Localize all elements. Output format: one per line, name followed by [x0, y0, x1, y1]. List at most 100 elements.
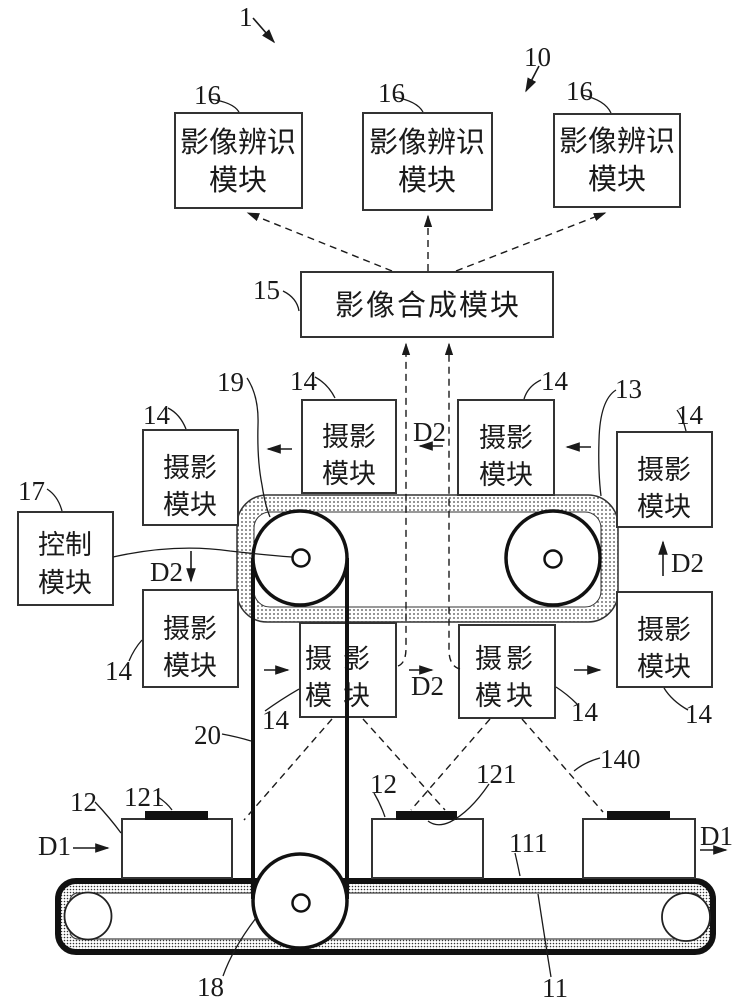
leader-14-lower-far-left	[128, 639, 143, 662]
ref-label-17: 17	[18, 476, 45, 506]
ref-1-arrow	[252, 17, 276, 44]
leader-14-lower-far-right	[663, 687, 689, 711]
ref-label-121-left: 121	[124, 782, 165, 812]
recognition-module-1-line2: 模块	[209, 164, 267, 197]
leader-14-upper-far-left	[167, 407, 187, 430]
camera-label: 模块	[322, 459, 376, 489]
camera-label: 模块	[163, 490, 217, 520]
signal-line-to-recognition-3	[455, 212, 607, 272]
camera-label: 摄影	[305, 644, 381, 674]
control-link-to-pulley	[112, 547, 293, 558]
leader-14-lower-right	[555, 686, 578, 705]
camera-module-box-upper-left	[301, 399, 397, 494]
leader-16-1	[208, 98, 240, 113]
direction-label-d1-right: D1	[700, 821, 733, 851]
ref-label-15: 15	[253, 275, 280, 305]
ref-label-111: 111	[509, 828, 548, 858]
direction-label-d2-upper: D2	[413, 417, 446, 447]
ref-label-14-upper-left: 14	[290, 366, 318, 396]
camera-sight-line-4	[521, 718, 604, 813]
leader-140	[573, 757, 601, 772]
leader-15	[282, 290, 300, 312]
recognition-module-2-line1: 影像辨识	[369, 126, 485, 159]
camera-module-box-upper-far-right	[616, 431, 713, 528]
leader-14-lower-left	[264, 688, 300, 712]
leader-111	[514, 852, 521, 877]
ref-label-14-lower-far-right: 14	[685, 699, 713, 729]
ref-label-20: 20	[194, 720, 221, 750]
ref-label-16-2: 16	[378, 78, 405, 108]
ref-label-10: 10	[524, 42, 551, 72]
camera-label: 模块	[637, 652, 691, 682]
leader-11	[537, 893, 552, 978]
leader-16-2	[393, 96, 424, 113]
camera-module-box-upper-far-left	[142, 429, 239, 526]
recognition-module-box-3	[553, 113, 681, 208]
leader-13	[598, 389, 617, 497]
camera-label: 摄影	[475, 644, 537, 674]
ref-label-12-left: 12	[70, 787, 97, 817]
signal-line-camera-left-to-synthesis	[397, 342, 411, 667]
direction-label-d2-right: D2	[671, 548, 704, 578]
camera-sight-line-2	[362, 718, 446, 811]
direction-label-d2-lower: D2	[411, 671, 444, 701]
ref-label-14-lower-right: 14	[571, 697, 599, 727]
signal-line-to-recognition-1	[246, 212, 393, 272]
recognition-module-box-2	[362, 112, 493, 211]
synthesis-module-box	[300, 271, 554, 338]
camera-module-box-lower-far-left	[142, 589, 239, 688]
ref-label-14-lower-far-left: 14	[105, 656, 133, 686]
camera-label: 摄影	[637, 615, 691, 645]
bottom-pulley-axle	[291, 893, 311, 913]
upper-right-pulley-axle	[543, 549, 563, 569]
ref-label-19: 19	[217, 367, 244, 397]
camera-label: 模块	[479, 460, 533, 490]
direction-label-d2-left: D2	[150, 557, 183, 587]
object-item-left	[145, 811, 208, 820]
ref-10-arrow	[525, 65, 540, 93]
camera-label: 摄影	[322, 422, 376, 452]
ref-label-1: 1	[239, 2, 253, 32]
recognition-module-3-line2: 模块	[588, 163, 646, 196]
leader-12-middle	[373, 792, 386, 818]
conveyor-left-roller	[63, 891, 113, 941]
camera-label: 模块	[163, 651, 217, 681]
leader-20	[221, 733, 252, 742]
ref-label-14-upper-far-left: 14	[143, 400, 171, 430]
leader-12-left	[94, 801, 122, 834]
recognition-module-2-line2: 模块	[398, 164, 456, 197]
upper-left-pulley-axle	[291, 548, 311, 568]
camera-label: 模块	[637, 492, 691, 522]
recognition-module-3-line1: 影像辨识	[559, 125, 675, 158]
leader-17	[46, 488, 63, 512]
ref-label-13: 13	[615, 374, 642, 404]
object-box-left	[121, 818, 233, 879]
object-item-right	[607, 811, 670, 820]
ref-label-18: 18	[197, 972, 224, 1000]
direction-label-d1-left: D1	[38, 831, 71, 861]
object-conveyor-inner	[69, 892, 702, 940]
ref-label-16-3: 16	[566, 76, 593, 106]
leader-19	[246, 377, 271, 518]
camera-label: 摄影	[163, 614, 217, 644]
ref-label-14-upper-right: 14	[541, 366, 569, 396]
object-box-middle	[371, 818, 484, 879]
recognition-module-1-line1: 影像辨识	[180, 126, 296, 159]
leader-16-3	[581, 94, 612, 114]
camera-label: 摄影	[479, 423, 533, 453]
ref-label-14-upper-far-right: 14	[676, 400, 704, 430]
object-box-right	[582, 818, 696, 879]
camera-label: 摄影	[637, 455, 691, 485]
control-module-box	[17, 511, 114, 606]
ref-label-140: 140	[600, 744, 641, 774]
signal-line-camera-right-to-synthesis	[444, 342, 461, 670]
leader-121-middle	[427, 783, 490, 826]
camera-sight-line-1	[243, 718, 333, 821]
camera-sight-line-3	[410, 718, 491, 811]
camera-module-box-lower-far-right	[616, 591, 713, 688]
synthesis-module-label: 影像合成模块	[335, 289, 521, 322]
leader-14-upper-far-right	[676, 409, 687, 432]
object-item-middle	[396, 811, 457, 820]
